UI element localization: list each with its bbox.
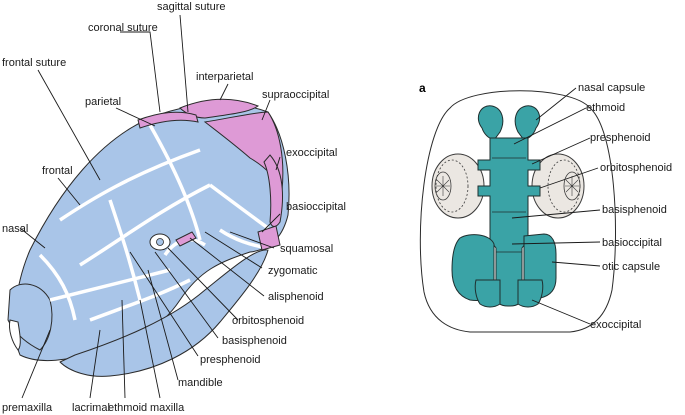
skull-drawing [7,99,290,377]
panel-letter-a: a [419,81,426,95]
label-nasal-capsule: nasal capsule [578,82,645,94]
skull-foramen-shape [156,238,164,246]
left-eye [431,153,485,219]
skull-suture-lines [38,124,270,322]
label-nasal: nasal [2,223,28,235]
label-premaxilla: premaxilla [2,402,53,414]
central-axis-shape [477,137,541,307]
label-squamosal: squamosal [280,243,333,255]
skull-parietal-strip-shape [137,111,199,129]
label-basisphenoid: basisphenoid [222,335,287,347]
label-parietal: parietal [85,96,121,108]
label-otic-capsule: otic capsule [602,261,660,273]
label-maxilla: maxilla [150,402,185,414]
left-exoccipital-shape [474,279,501,308]
chondrocranium-leader-lines [511,87,601,325]
left-nasal-capsule-shape [477,105,504,141]
skull-leader-lines [19,14,281,399]
label-ethmoid-a: ethmoid [586,102,625,114]
label-sagittal-suture: sagittal suture [157,1,225,13]
right-eye [531,153,585,219]
label-frontal-suture: frontal suture [2,57,66,69]
label-frontal: frontal [42,165,73,177]
label-mandible: mandible [178,377,223,389]
label-orbitosphenoid-a: orbitosphenoid [600,162,672,174]
skull-labels: sagittal suture coronal suture frontal s… [2,1,346,414]
label-ethmoid: ethmoid [108,402,147,414]
label-basisphenoid-a: basisphenoid [602,204,667,216]
label-alisphenoid: alisphenoid [268,291,324,303]
skull-small-pink-shape [175,231,197,247]
label-orbitosphenoid: orbitosphenoid [232,315,304,327]
label-exoccipital: exoccipital [286,147,337,159]
label-presphenoid: presphenoid [200,354,261,366]
label-lacrimal: lacrimal [72,402,110,414]
label-basioccipital: basioccipital [286,201,346,213]
skull-mandible-shape [59,249,269,377]
label-zygomatic: zygomatic [268,265,318,277]
right-exoccipital-shape [517,279,544,308]
chondrocranium-labels: nasal capsule ethmoid presphenoid orbito… [578,82,672,331]
label-coronal-suture: coronal suture [88,22,158,34]
label-exoccipital-a: exoccipital [590,319,641,331]
skull-incisor-shape [9,319,21,351]
chondrocranium-drawing [419,90,617,333]
label-interparietal: interparietal [196,71,253,83]
label-presphenoid-a: presphenoid [590,132,651,144]
label-basioccipital-a: basioccipital [602,237,662,249]
label-supraoccipital: supraoccipital [262,89,329,101]
